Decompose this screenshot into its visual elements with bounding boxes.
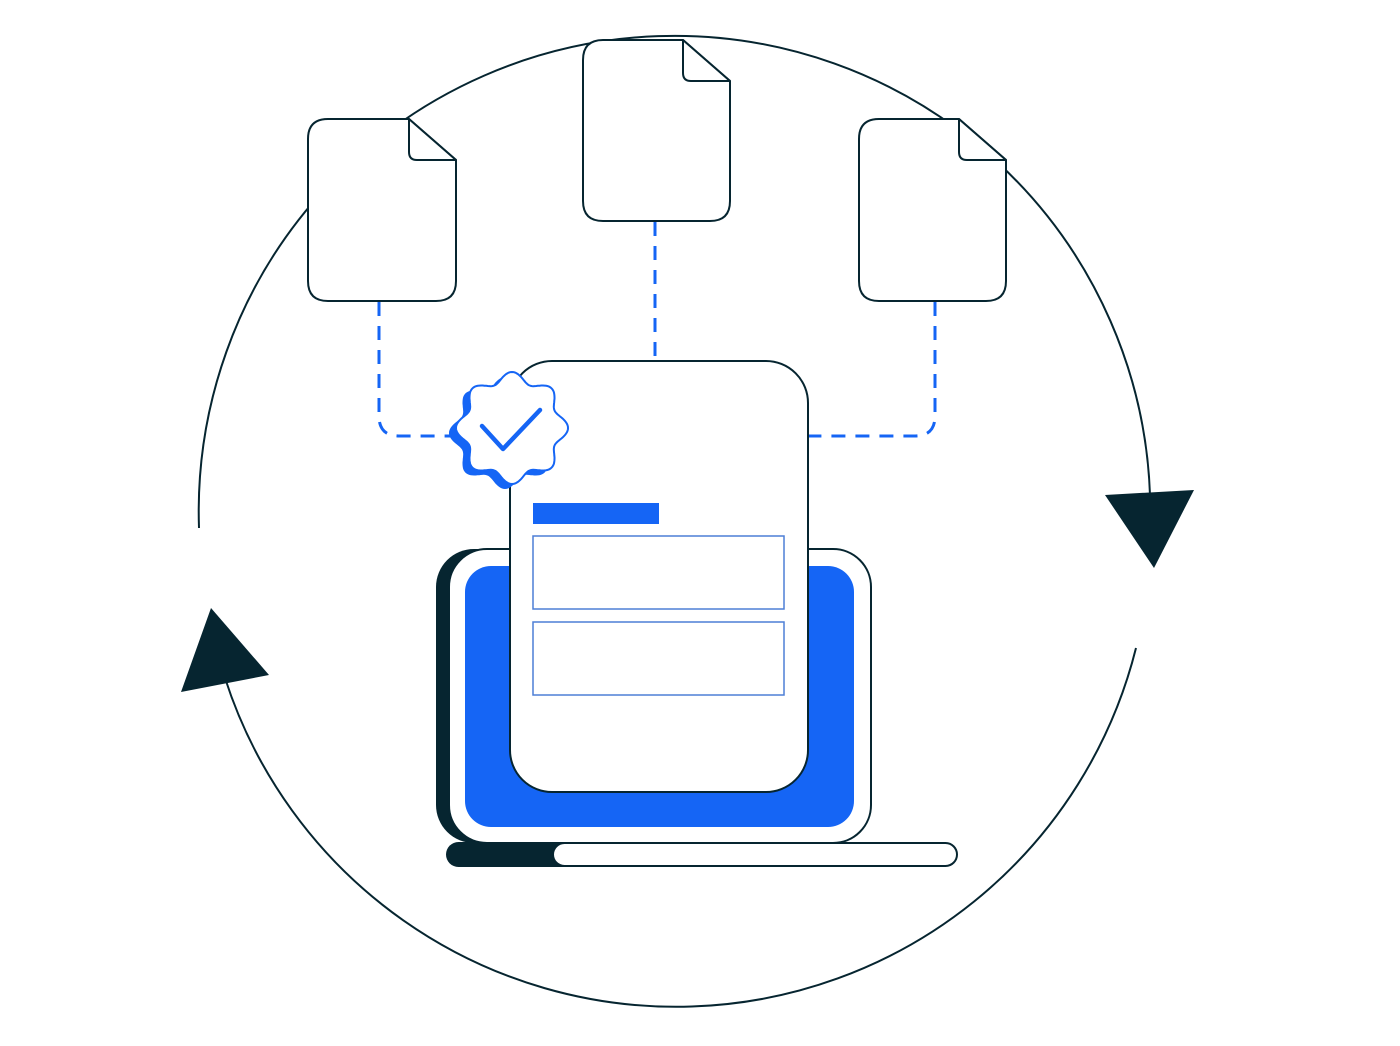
cycle-arc-top xyxy=(197,34,1151,529)
cycle-arc-bottom xyxy=(224,647,1137,1008)
document-icon xyxy=(582,39,731,222)
verified-badge-check-icon xyxy=(449,370,570,489)
document-icon xyxy=(858,118,1007,302)
arrowhead-right xyxy=(1105,490,1194,568)
connector-left xyxy=(377,302,460,438)
cycle-arrows xyxy=(181,34,1194,1008)
check-icon xyxy=(479,407,543,452)
connector-right xyxy=(808,302,937,438)
form-card xyxy=(509,360,809,793)
form-field xyxy=(532,621,785,696)
form-heading-bar xyxy=(533,503,659,524)
connectors xyxy=(377,222,937,438)
laptop-base xyxy=(552,842,958,867)
form-document-icon xyxy=(509,360,809,793)
arrowhead-left xyxy=(181,608,269,692)
source-documents xyxy=(307,39,1007,302)
document-icon xyxy=(307,118,457,302)
form-field xyxy=(532,535,785,610)
